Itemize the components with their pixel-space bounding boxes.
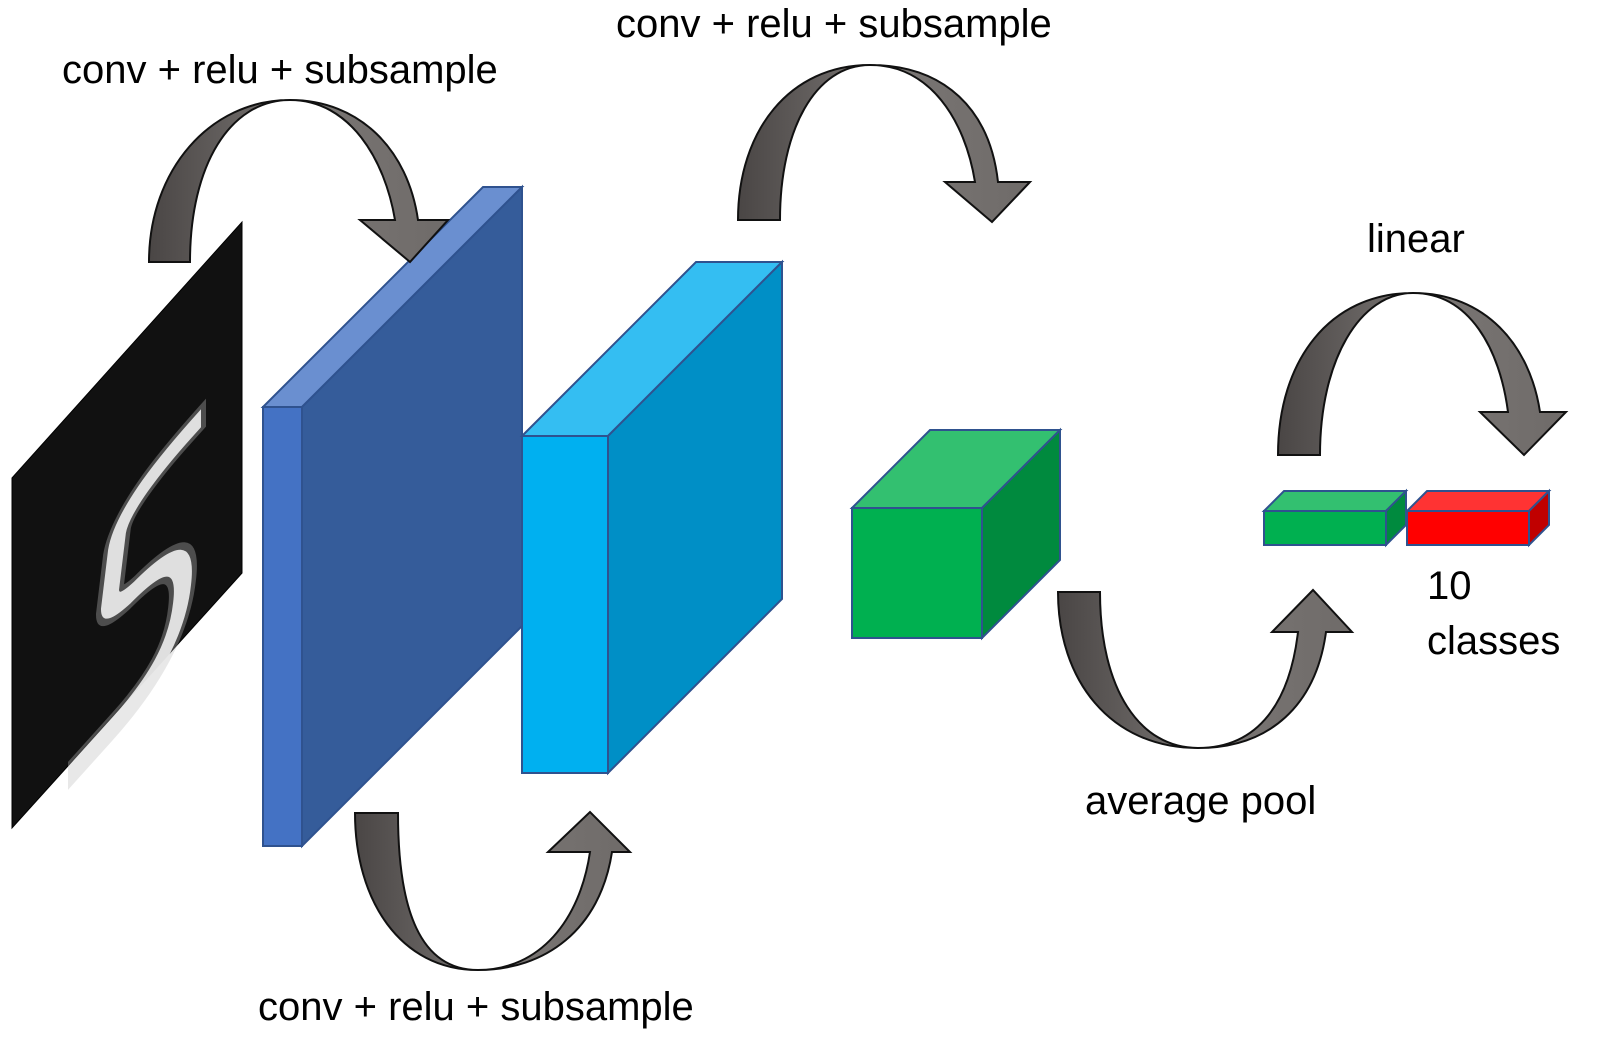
conv-layer-2: [519, 259, 785, 776]
conv-layer-1: [260, 184, 525, 849]
curved-arrow-linear: [1276, 291, 1569, 457]
label-classes-word: classes: [1427, 619, 1560, 663]
output-vector-10-classes: [1404, 488, 1552, 548]
curved-arrow-1: [147, 98, 451, 264]
label-step-3: conv + relu + subsample: [616, 2, 1052, 46]
label-step-1: conv + relu + subsample: [62, 48, 498, 92]
label-classes-count: 10: [1427, 564, 1472, 608]
conv-layer-3-cube: [849, 427, 1063, 641]
input-image: [11, 220, 243, 830]
label-average-pool: average pool: [1085, 779, 1316, 823]
curved-arrow-3: [736, 63, 1033, 224]
label-step-2: conv + relu + subsample: [258, 985, 694, 1029]
curved-arrow-average-pool: [1056, 588, 1355, 750]
digit-5-glyph: [68, 398, 207, 790]
pooled-vector: [1261, 488, 1409, 548]
curved-arrow-2: [353, 810, 633, 972]
label-linear: linear: [1367, 217, 1465, 261]
